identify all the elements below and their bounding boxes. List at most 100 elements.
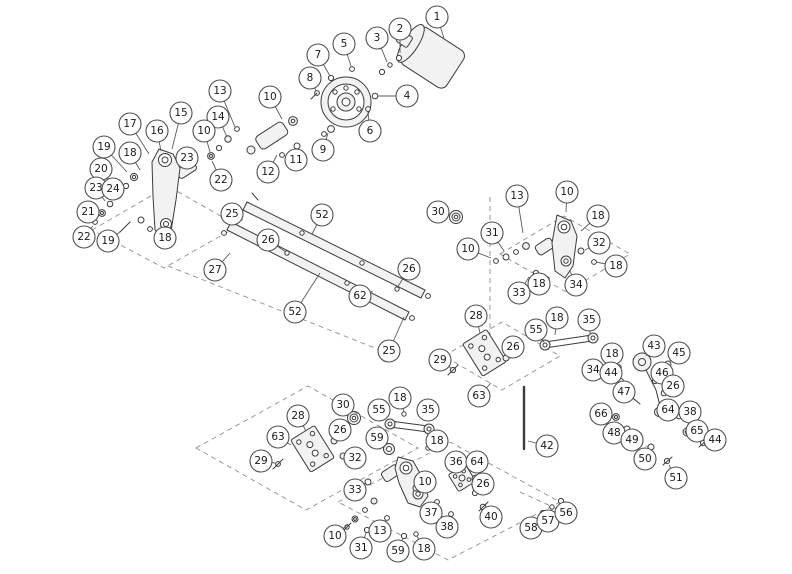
callout-balloon-18: 18: [118, 141, 142, 171]
callout-balloon-29: 29: [428, 348, 452, 372]
callout-balloon-38: 38: [678, 400, 702, 424]
callout-balloon-25: 25: [377, 316, 405, 363]
callout-balloon-4: 4: [378, 84, 419, 108]
callout-balloon-59: 59: [365, 426, 389, 450]
callout-balloon-31: 31: [349, 532, 373, 560]
svg-text:56: 56: [559, 507, 573, 519]
callout-balloon-26: 26: [471, 472, 495, 496]
svg-text:19: 19: [101, 235, 114, 247]
callout-balloon-34: 34: [564, 270, 588, 297]
svg-text:49: 49: [625, 434, 638, 446]
cone-spring-part-lower: [347, 411, 361, 425]
callout-balloon-22: 22: [72, 225, 96, 249]
svg-text:33: 33: [512, 287, 525, 299]
svg-text:59: 59: [370, 432, 383, 444]
svg-text:28: 28: [469, 310, 482, 322]
svg-text:21: 21: [81, 206, 94, 218]
callout-balloon-13: 13: [505, 184, 529, 234]
callout-balloon-10: 10: [258, 85, 283, 120]
svg-text:10: 10: [197, 125, 210, 137]
svg-text:29: 29: [254, 455, 267, 467]
callout-balloon-3: 3: [365, 26, 389, 63]
callout-balloon-18: 18: [595, 254, 628, 278]
svg-text:32: 32: [348, 452, 361, 464]
callout-balloon-16: 16: [145, 119, 169, 152]
svg-text:26: 26: [666, 380, 680, 392]
svg-text:18: 18: [550, 312, 563, 324]
svg-text:34: 34: [569, 279, 583, 291]
pulley-flange-part: [310, 66, 379, 128]
cone-spring-part-upper: [449, 210, 463, 224]
svg-text:18: 18: [609, 260, 622, 272]
link-arm-part-right: [539, 332, 599, 351]
svg-text:12: 12: [261, 166, 274, 178]
callout-balloon-9: 9: [311, 132, 335, 162]
callout-balloon-31: 31: [480, 221, 505, 252]
svg-text:31: 31: [354, 542, 367, 554]
svg-text:3: 3: [374, 32, 381, 44]
svg-text:62: 62: [353, 290, 366, 302]
svg-text:30: 30: [431, 206, 444, 218]
svg-text:55: 55: [372, 404, 385, 416]
svg-text:18: 18: [417, 543, 430, 555]
callout-balloon-13: 13: [208, 79, 236, 128]
svg-text:64: 64: [661, 404, 675, 416]
svg-text:63: 63: [472, 390, 485, 402]
svg-text:14: 14: [211, 111, 225, 123]
left-arm-dashed-outline: [91, 185, 239, 269]
svg-text:44: 44: [604, 367, 618, 379]
callout-balloon-5: 5: [332, 32, 356, 67]
svg-text:48: 48: [607, 427, 620, 439]
callout-balloon-28: 28: [464, 304, 488, 334]
svg-text:36: 36: [449, 456, 463, 468]
svg-text:10: 10: [461, 243, 474, 255]
callout-balloon-28: 28: [286, 404, 310, 432]
callout-balloon-26: 26: [396, 257, 421, 289]
callout-balloon-33: 33: [507, 276, 531, 305]
svg-text:4: 4: [404, 90, 411, 102]
svg-text:35: 35: [582, 314, 595, 326]
callout-balloon-56: 56: [554, 501, 578, 525]
right-arm-dashed-outline: [499, 215, 631, 293]
svg-text:25: 25: [382, 345, 395, 357]
callout-balloon-18: 18: [388, 386, 412, 413]
svg-text:32: 32: [592, 237, 605, 249]
svg-text:40: 40: [484, 511, 497, 523]
callout-balloon-50: 50: [633, 447, 657, 471]
callout-balloon-45: 45: [667, 341, 691, 365]
callout-balloon-2: 2: [388, 17, 412, 53]
callout-balloon-57: 57: [536, 509, 560, 533]
mount-plate-part-right: [447, 329, 510, 377]
callout-balloon-26: 26: [256, 228, 287, 253]
callout-balloon-55: 55: [367, 398, 391, 422]
callout-balloon-25: 25: [220, 202, 244, 226]
svg-text:8: 8: [307, 72, 314, 84]
svg-text:58: 58: [524, 522, 537, 534]
svg-text:66: 66: [594, 408, 608, 420]
callout-balloon-42: 42: [527, 434, 559, 458]
svg-text:16: 16: [150, 125, 164, 137]
callout-balloon-55: 55: [524, 318, 548, 343]
svg-text:18: 18: [532, 278, 545, 290]
bottom-left-dashed-outline: [195, 385, 419, 511]
callout-balloon-47: 47: [612, 380, 636, 404]
callout-balloon-24: 24: [101, 177, 125, 201]
svg-text:22: 22: [214, 174, 227, 186]
svg-text:55: 55: [529, 324, 542, 336]
callout-balloon-23: 23: [84, 176, 108, 202]
svg-text:51: 51: [669, 472, 682, 484]
svg-text:47: 47: [617, 386, 630, 398]
svg-text:26: 26: [402, 263, 416, 275]
svg-text:18: 18: [123, 147, 136, 159]
callout-balloon-64: 64: [465, 450, 489, 474]
svg-text:18: 18: [430, 435, 443, 447]
callout-balloon-1: 1: [425, 5, 449, 39]
callout-balloon-17: 17: [118, 112, 150, 155]
callout-balloon-18: 18: [425, 429, 449, 453]
svg-text:13: 13: [213, 85, 226, 97]
svg-text:38: 38: [683, 406, 696, 418]
svg-text:52: 52: [288, 306, 301, 318]
right-lift-arm-part: [493, 214, 597, 282]
